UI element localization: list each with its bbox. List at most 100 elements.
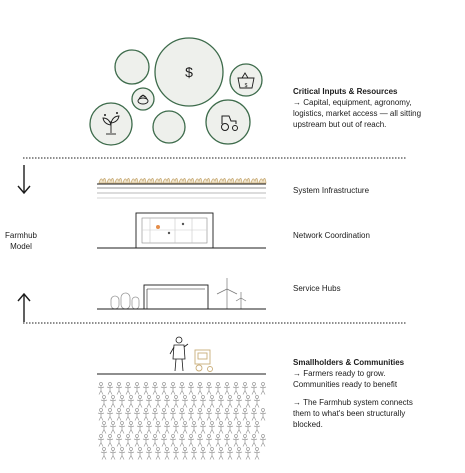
community-person <box>169 382 177 395</box>
infrastructure-mound <box>234 178 243 184</box>
community-person <box>106 408 114 421</box>
community-person <box>124 382 132 395</box>
dollar-icon: $ <box>185 64 193 80</box>
community-person <box>190 421 198 434</box>
community-person <box>151 408 159 421</box>
community-person <box>145 447 153 460</box>
resource-bubble-empty <box>152 110 186 144</box>
community-person <box>151 382 159 395</box>
community-person <box>223 434 231 447</box>
community-person <box>196 382 204 395</box>
infrastructure-mound <box>242 178 251 184</box>
resource-bubble-small-top <box>114 49 150 85</box>
community-person <box>250 434 258 447</box>
community-person <box>217 395 225 408</box>
community-person <box>124 408 132 421</box>
community-person <box>100 395 108 408</box>
community-person <box>118 395 126 408</box>
community-person <box>181 421 189 434</box>
community-person <box>208 447 216 460</box>
community-person <box>259 408 267 421</box>
community-person <box>145 395 153 408</box>
community-person <box>118 421 126 434</box>
infrastructure-mound <box>122 178 131 184</box>
community-person <box>154 421 162 434</box>
community-person <box>235 421 243 434</box>
down-arrow-icon <box>17 165 31 195</box>
community-person <box>187 434 195 447</box>
community-person <box>136 421 144 434</box>
community-person <box>145 421 153 434</box>
community-person <box>244 447 252 460</box>
community-person <box>208 395 216 408</box>
community-person <box>172 447 180 460</box>
community-person <box>133 408 141 421</box>
community-person <box>226 421 234 434</box>
community-person <box>232 382 240 395</box>
community-person <box>244 421 252 434</box>
community-person <box>100 421 108 434</box>
community-person <box>115 408 123 421</box>
community-person <box>151 434 159 447</box>
community-person <box>253 395 261 408</box>
community-person <box>187 408 195 421</box>
community-person <box>127 447 135 460</box>
community-person <box>199 447 207 460</box>
infrastructure-mound <box>170 178 179 184</box>
community-person <box>226 447 234 460</box>
community-person <box>199 395 207 408</box>
plant-icon <box>102 112 120 135</box>
svg-text:$: $ <box>245 83 248 89</box>
community-person <box>163 421 171 434</box>
farmer-figure <box>169 336 189 372</box>
community-person <box>118 447 126 460</box>
community-person <box>253 447 261 460</box>
infrastructure-mound <box>154 178 163 184</box>
community-person <box>235 447 243 460</box>
seed-icon <box>137 94 149 105</box>
community-person <box>214 408 222 421</box>
community-person <box>178 382 186 395</box>
community-person <box>217 421 225 434</box>
resources-title: Critical Inputs & Resources <box>293 87 398 96</box>
infrastructure-mound <box>258 178 267 184</box>
community-person <box>136 395 144 408</box>
infrastructure-mound <box>106 178 115 184</box>
community-person <box>253 421 261 434</box>
community-person <box>160 382 168 395</box>
infrastructure-mound <box>202 178 211 184</box>
community-person <box>160 434 168 447</box>
community-person <box>190 447 198 460</box>
farmhub-model-label: Farmhub Model <box>4 231 37 251</box>
community-person <box>97 382 105 395</box>
community-person <box>205 434 213 447</box>
community-person <box>127 421 135 434</box>
community-person <box>106 434 114 447</box>
community-person <box>187 382 195 395</box>
community-person <box>154 395 162 408</box>
community-person <box>232 408 240 421</box>
community-person <box>97 434 105 447</box>
community-person <box>115 434 123 447</box>
community-person <box>241 382 249 395</box>
community-person <box>226 395 234 408</box>
resources-description: → Capital, equipment, agronomy, logistic… <box>293 98 422 129</box>
resource-bubbles <box>89 37 263 146</box>
community-person <box>232 434 240 447</box>
community-person <box>181 395 189 408</box>
community-person <box>181 447 189 460</box>
infrastructure-mound <box>178 178 187 184</box>
community-person <box>205 382 213 395</box>
community-person <box>154 447 162 460</box>
community-person <box>169 408 177 421</box>
community-person <box>109 395 117 408</box>
community-person <box>259 382 267 395</box>
community-person <box>235 395 243 408</box>
community-person <box>100 447 108 460</box>
community-person <box>106 382 114 395</box>
basket-icon: $ <box>237 72 255 89</box>
community-person <box>136 447 144 460</box>
community-person <box>163 447 171 460</box>
communities-line-2: → The Farmhub system connects them to wh… <box>293 398 413 429</box>
community-person <box>223 382 231 395</box>
